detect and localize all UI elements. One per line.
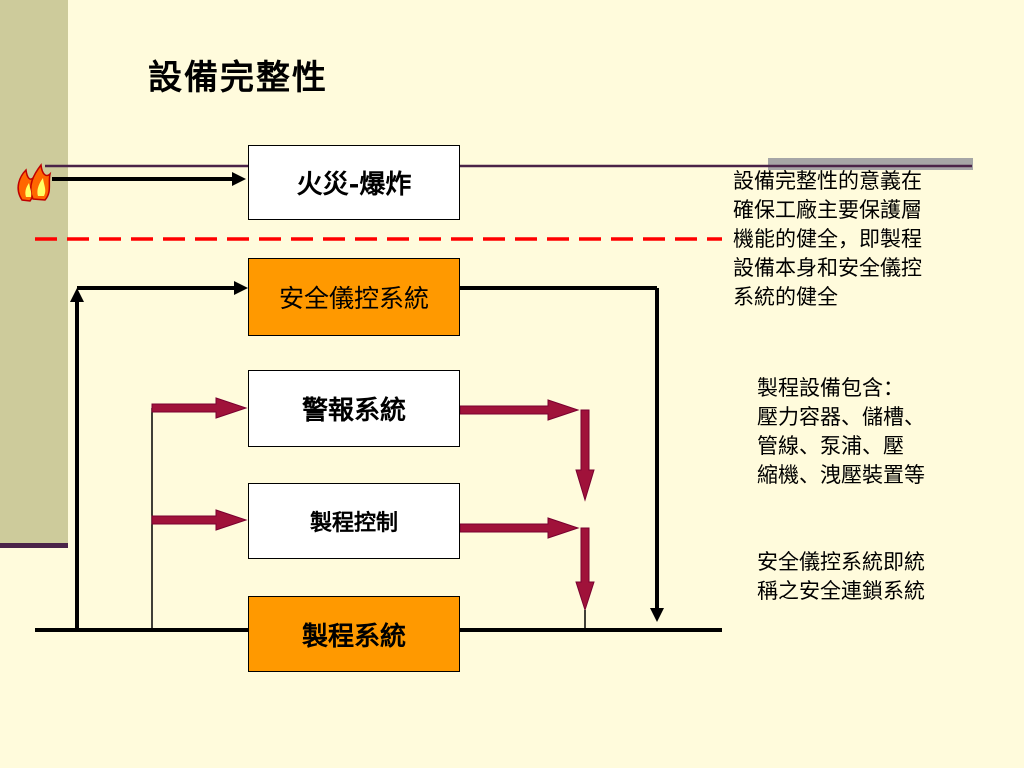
slide-title: 設備完整性 (148, 58, 328, 98)
note-line: 確保工廠主要保護層 (733, 198, 922, 222)
sis-box: 安全儀控系統 (248, 258, 460, 336)
note-line: 壓力容器、儲槽、 (757, 405, 925, 429)
note-line: 縮機、洩壓裝置等 (757, 463, 925, 487)
fire-arrow-head (232, 172, 246, 186)
note-line: 稱之安全連鎖系統 (757, 579, 925, 603)
note-line: 安全儀控系統即統 (757, 550, 925, 574)
note-line: 管線、泵浦、壓 (757, 434, 904, 458)
red-arrows (151, 397, 595, 612)
down-arrow-1 (575, 409, 595, 502)
note-line: 設備完整性的意義在 (733, 169, 922, 193)
left-band-rule (0, 543, 68, 548)
fire-icon (17, 163, 52, 202)
arrow-to-control (151, 509, 248, 531)
arrow-to-alarm (151, 397, 248, 419)
process-equipment-note: 製程設備包含： 壓力容器、儲槽、 管線、泵浦、壓 縮機、洩壓裝置等 (757, 374, 925, 490)
arrow-from-alarm (459, 399, 580, 421)
left-accent-band (0, 0, 68, 548)
note-line: 系統的健全 (733, 285, 838, 309)
sis-loop-left-head (70, 288, 84, 302)
sis-alias-note: 安全儀控系統即統 稱之安全連鎖系統 (757, 548, 925, 606)
arrow-from-control (459, 517, 580, 539)
note-line: 製程設備包含： (757, 376, 904, 400)
process-control-box: 製程控制 (248, 483, 460, 559)
note-line: 機能的健全，即製程 (733, 227, 922, 251)
process-system-box: 製程系統 (248, 596, 460, 672)
note-line: 設備本身和安全儀控 (733, 256, 922, 280)
down-arrow-2 (575, 527, 595, 612)
sis-loop-top-left-head (234, 281, 248, 295)
alarm-system-box: 警報系統 (248, 370, 460, 447)
integrity-meaning-note: 設備完整性的意義在 確保工廠主要保護層 機能的健全，即製程 設備本身和安全儀控 … (733, 167, 922, 312)
sis-loop-right-head (650, 608, 664, 622)
fire-explosion-box: 火災-爆炸 (248, 145, 460, 220)
